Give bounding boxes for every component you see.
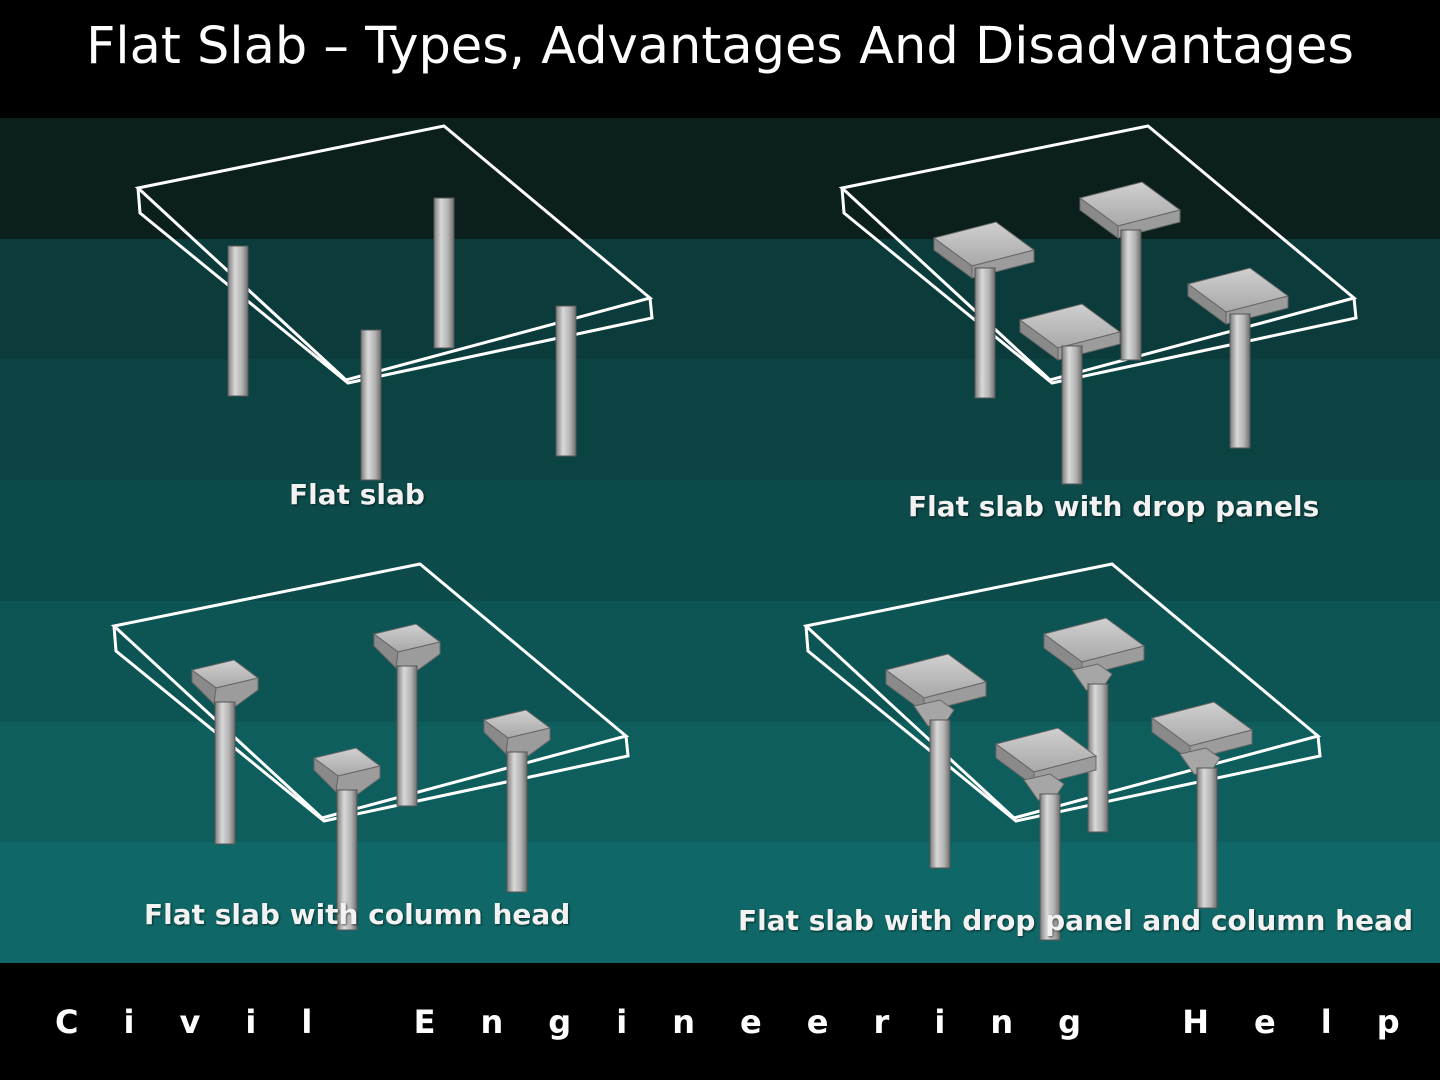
footer-letter: C [55,1002,79,1041]
page-title: Flat Slab – Types, Advantages And Disadv… [86,16,1354,76]
drop-panel-column [932,221,1036,399]
background-band [0,480,1440,601]
caption-drop-panels: Flat slab with drop panels [908,490,1320,523]
diagram-flat-slab [134,124,654,481]
footer-letter: p [1376,1002,1400,1041]
footer-letter: l [1320,1002,1332,1041]
diagram-drop-panel-column-head [802,562,1322,941]
drop-panel-column [1018,303,1122,485]
footer-letter: g [548,1002,572,1041]
drop-panel-head-column [1042,617,1146,833]
footer-letter: e [740,1002,762,1041]
drop-panel-head-column [884,653,988,869]
footer-letter: i [245,1002,257,1041]
footer-letter: g [1058,1002,1082,1041]
footer-letter: r [873,1002,890,1041]
drop-panel-head-column [1150,701,1254,909]
slab-edge [804,625,1322,823]
column [433,197,455,349]
footer-letter: H [1182,1002,1210,1041]
diagram-column-head [110,562,630,931]
footer-letter: i [616,1002,628,1041]
diagram-area: Flat slab Flat slab with drop panels Fla… [0,118,1440,964]
column-head-column [482,709,552,893]
footer-letter [357,1003,368,1041]
drop-panel-column [1186,267,1290,449]
footer-letter: l [301,1002,313,1041]
footer-letter: i [934,1002,946,1041]
column [227,245,249,397]
column-head-column [190,659,260,845]
title-bar: Flat Slab – Types, Advantages And Disadv… [0,0,1440,118]
footer-letter [1126,1003,1137,1041]
flat-slab-illustration [110,124,1358,941]
footer-letter: n [990,1002,1014,1041]
footer-letter: e [806,1002,829,1041]
column [555,305,577,457]
caption-flat-slab: Flat slab [289,478,425,511]
footer-letter: E [413,1002,436,1041]
footer-letter: n [672,1002,695,1041]
column-head-column [372,623,442,807]
slab-top [802,562,1322,820]
background-band [0,118,1440,239]
slab-edge [840,187,1358,385]
drop-panel-column [1078,181,1182,361]
diagram-drop-panels [838,124,1358,485]
column [360,329,382,481]
caption-column-head: Flat slab with column head [144,898,571,931]
footer-letter: i [123,1002,135,1041]
footer-letter: n [480,1002,504,1041]
caption-drop-panel-column-head: Flat slab with drop panel and column hea… [738,904,1414,937]
footer-letter: e [1254,1002,1276,1041]
footer-letter: v [179,1002,201,1041]
slab-edge [136,187,654,385]
drop-panel-head-column [994,727,1098,941]
column-head-column [312,747,382,931]
slab-edge [112,625,630,823]
